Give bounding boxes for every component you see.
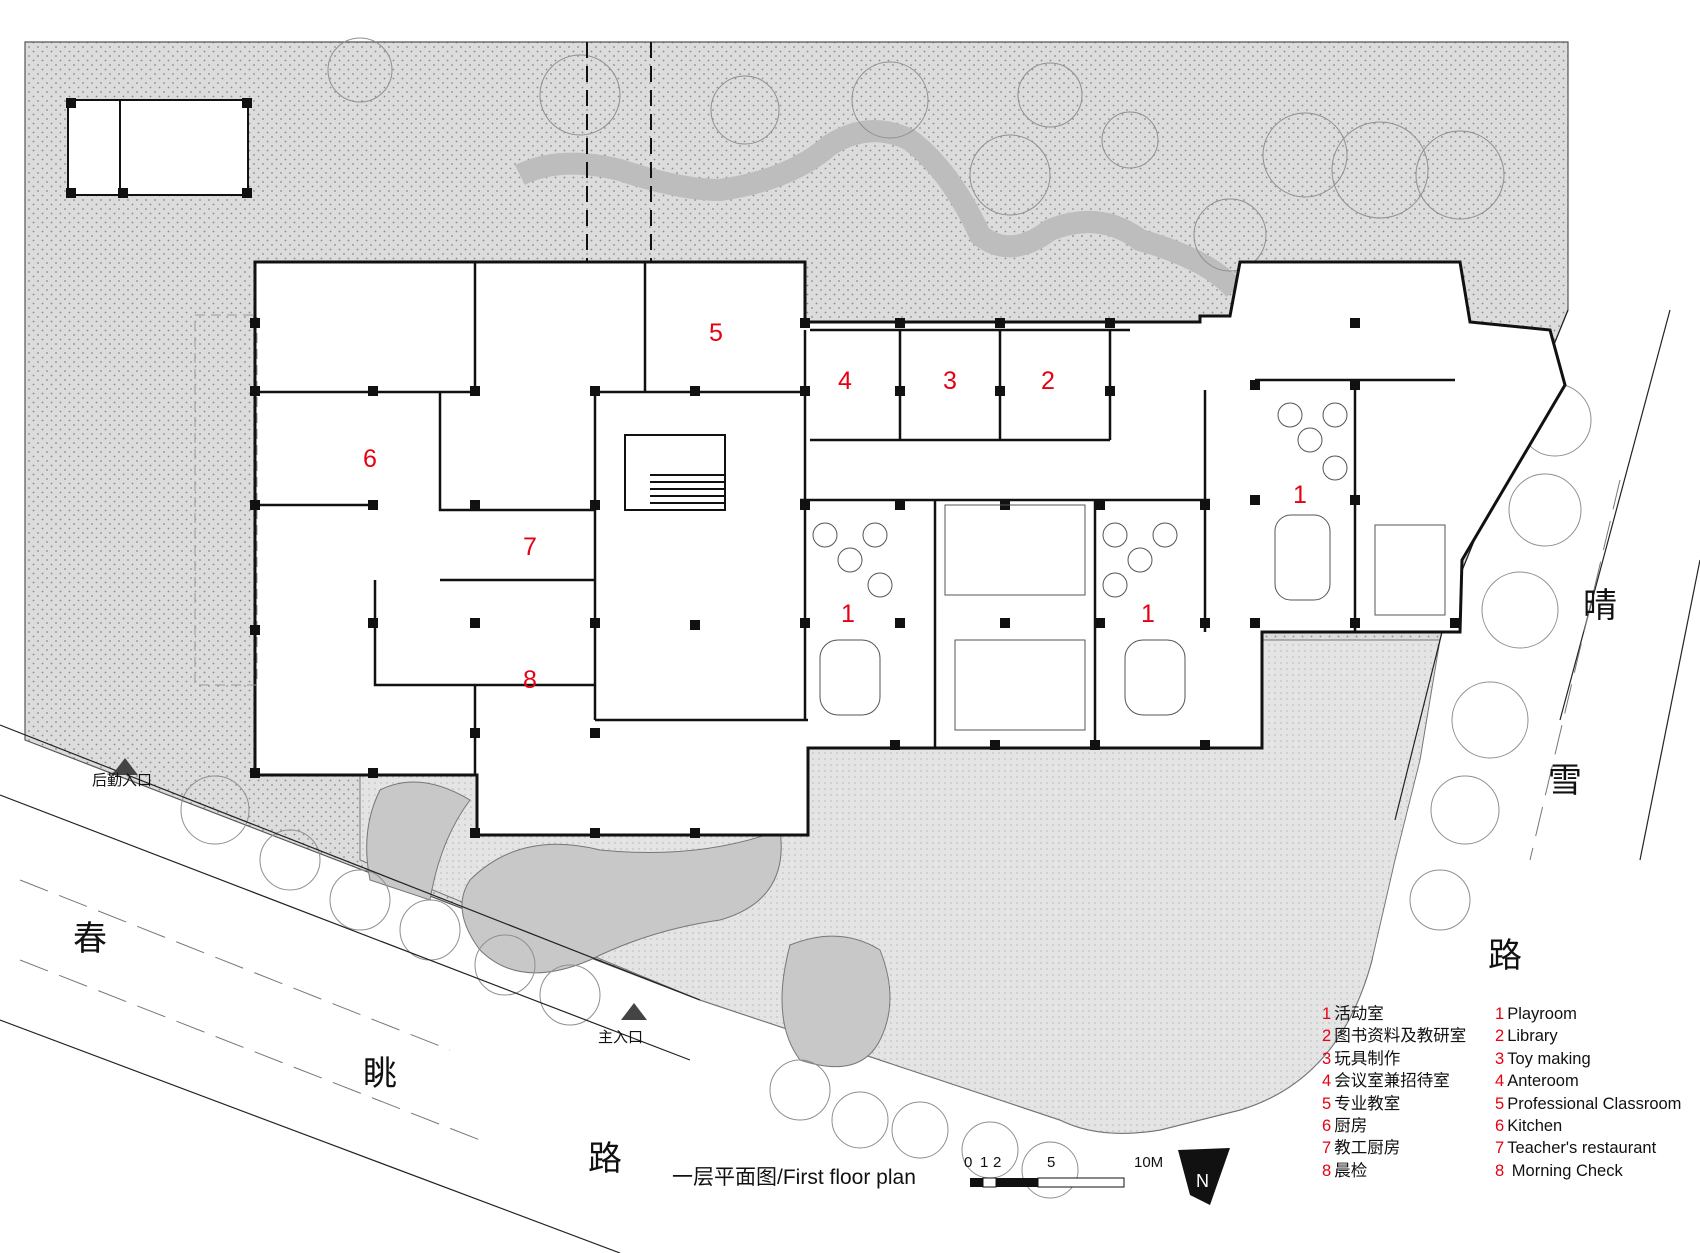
road-name-right: 晴 雪 路 bbox=[1488, 586, 1617, 976]
main-entrance-label: 主入口 bbox=[598, 1028, 643, 1046]
scale-tick-2: 2 bbox=[993, 1154, 1001, 1171]
north-arrow-icon: N bbox=[1178, 1148, 1230, 1205]
scale-tick-0: 0 bbox=[964, 1154, 972, 1171]
lawn-center bbox=[461, 829, 782, 974]
room-number-7: 7 bbox=[523, 533, 537, 561]
room-number-8: 8 bbox=[523, 666, 537, 694]
pavilion bbox=[67, 99, 249, 196]
room-number-1-right: 1 bbox=[1293, 481, 1307, 509]
room-number-3: 3 bbox=[943, 367, 957, 395]
legend-en-item: 8 Morning Check bbox=[1495, 1161, 1623, 1180]
road-name-left: 春 眺 路 bbox=[73, 919, 622, 1179]
room-numbers: 6 7 8 5 4 3 2 1 1 1 bbox=[363, 319, 1307, 694]
lawn-bottom bbox=[781, 935, 891, 1068]
road-right-char-1: 晴 bbox=[1583, 586, 1617, 626]
road-left-char-2: 眺 bbox=[363, 1054, 397, 1094]
scale-bar: 0 1 2 5 10M bbox=[964, 1154, 1163, 1188]
trees bbox=[180, 37, 1592, 1199]
room-number-1-left: 1 bbox=[841, 600, 855, 628]
scale-tick-5: 5 bbox=[1047, 1154, 1055, 1171]
service-entrance-label: 后勤入口 bbox=[92, 771, 152, 789]
columns bbox=[250, 318, 1460, 838]
road-right-char-2: 雪 bbox=[1548, 761, 1582, 801]
road-left-char-1: 春 bbox=[73, 919, 107, 959]
room-number-2: 2 bbox=[1041, 367, 1055, 395]
room-number-1-center: 1 bbox=[1141, 600, 1155, 628]
lawn-left bbox=[366, 781, 471, 901]
scale-tick-1: 1 bbox=[980, 1154, 988, 1171]
garden-path bbox=[515, 120, 1244, 298]
room-number-5: 5 bbox=[709, 319, 723, 347]
room-number-4: 4 bbox=[838, 367, 852, 395]
drawing-title: 一层平面图/First floor plan bbox=[672, 1166, 916, 1189]
room-number-6: 6 bbox=[363, 445, 377, 473]
entrance-markers bbox=[112, 758, 647, 1020]
playroom-furniture bbox=[812, 402, 1446, 731]
road-left-char-3: 路 bbox=[588, 1139, 622, 1179]
scale-tick-10m: 10M bbox=[1134, 1154, 1163, 1171]
central-stair bbox=[624, 434, 726, 511]
road-right-char-3: 路 bbox=[1488, 936, 1522, 976]
north-letter: N bbox=[1196, 1171, 1209, 1191]
